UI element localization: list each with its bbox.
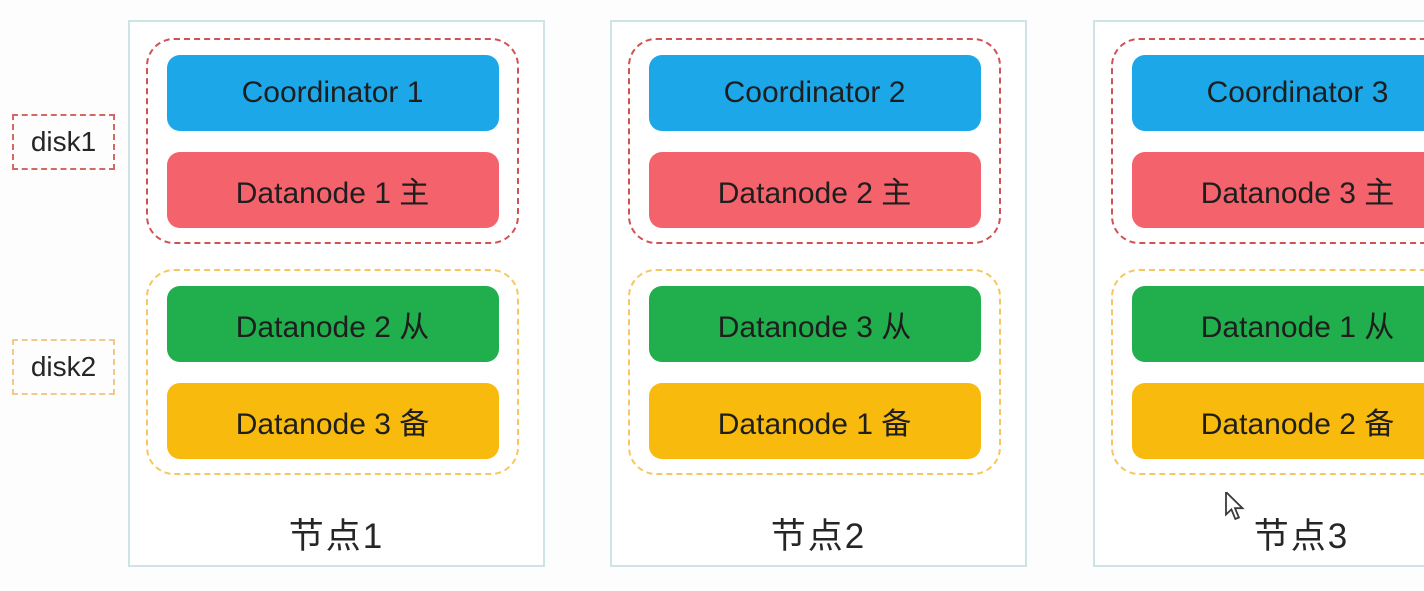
disk2-legend-box: disk2	[12, 339, 115, 395]
node2-datanode-primary-label: Datanode 2 主	[717, 176, 912, 210]
mouse-pointer-icon	[1225, 492, 1245, 521]
node2-coordinator-pill: Coordinator 2	[648, 54, 981, 131]
node1-datanode-secondary-pill: Datanode 2 从	[166, 285, 499, 362]
node3-datanode-backup-label: Datanode 2 备	[1200, 407, 1395, 441]
node1-datanode-backup-pill: Datanode 3 备	[166, 382, 499, 459]
node3-coordinator-label: Coordinator 3	[1206, 75, 1389, 109]
node1-datanode-secondary-label: Datanode 2 从	[235, 310, 430, 344]
node3-disk2-group: Datanode 1 从 Datanode 2 备	[1111, 269, 1424, 475]
node1-coordinator-label: Coordinator 1	[241, 75, 424, 109]
node3-datanode-secondary-pill: Datanode 1 从	[1131, 285, 1424, 362]
node2-title: 节点2	[770, 517, 867, 556]
node1-disk1-group: Coordinator 1 Datanode 1 主	[146, 38, 519, 244]
node1-datanode-backup-label: Datanode 3 备	[235, 407, 430, 441]
node1-coordinator-pill: Coordinator 1	[166, 54, 499, 131]
node3-datanode-backup-pill: Datanode 2 备	[1131, 382, 1424, 459]
node2-disk1-group: Coordinator 2 Datanode 2 主	[628, 38, 1001, 244]
node2-datanode-backup-label: Datanode 1 备	[717, 407, 912, 441]
node3-disk1-group: Coordinator 3 Datanode 3 主	[1111, 38, 1424, 244]
node-box-1: Coordinator 1 Datanode 1 主 Datanode 2 从 …	[128, 20, 545, 567]
node2-datanode-secondary-label: Datanode 3 从	[717, 310, 912, 344]
node1-disk2-group: Datanode 2 从 Datanode 3 备	[146, 269, 519, 475]
node-box-3: Coordinator 3 Datanode 3 主 Datanode 1 从 …	[1093, 20, 1424, 567]
node3-coordinator-pill: Coordinator 3	[1131, 54, 1424, 131]
disk2-legend-label: disk2	[30, 351, 97, 382]
node2-disk2-group: Datanode 3 从 Datanode 1 备	[628, 269, 1001, 475]
node2-datanode-backup-pill: Datanode 1 备	[648, 382, 981, 459]
node2-datanode-primary-pill: Datanode 2 主	[648, 151, 981, 228]
node3-datanode-primary-label: Datanode 3 主	[1200, 176, 1395, 210]
node2-coordinator-label: Coordinator 2	[723, 75, 906, 109]
disk1-legend-box: disk1	[12, 114, 115, 170]
node3-datanode-primary-pill: Datanode 3 主	[1131, 151, 1424, 228]
disk1-legend-label: disk1	[30, 126, 97, 157]
node3-datanode-secondary-label: Datanode 1 从	[1200, 310, 1395, 344]
node3-title: 节点3	[1253, 517, 1350, 556]
node1-title: 节点1	[288, 517, 385, 556]
node2-datanode-secondary-pill: Datanode 3 从	[648, 285, 981, 362]
node-box-2: Coordinator 2 Datanode 2 主 Datanode 3 从 …	[610, 20, 1027, 567]
node1-datanode-primary-pill: Datanode 1 主	[166, 151, 499, 228]
node1-datanode-primary-label: Datanode 1 主	[235, 176, 430, 210]
